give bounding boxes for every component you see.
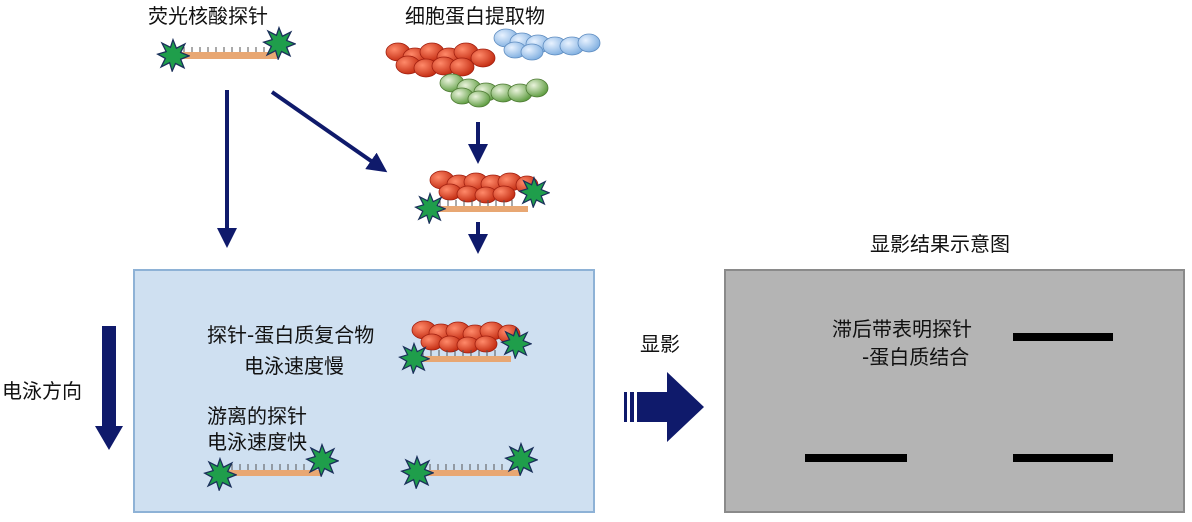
- label-free-line1: 游离的探针: [207, 404, 307, 428]
- label-shift-line2: -蛋白质结合: [862, 345, 970, 369]
- label-shift-line1: 滞后带表明探针: [832, 317, 972, 341]
- free-probe-top: [157, 27, 296, 72]
- fluorescent-star-icon: [518, 177, 550, 208]
- protein-red-chain: [385, 42, 496, 78]
- band-shifted: [1013, 333, 1113, 341]
- protein-blue-chain: [493, 28, 601, 61]
- band-free-left: [805, 454, 907, 462]
- band-free-right: [1013, 454, 1113, 462]
- gel-panel: [133, 269, 595, 513]
- probe-protein-complex-gel: [399, 320, 532, 374]
- label-complex-line1: 探针-蛋白质复合物: [207, 323, 375, 347]
- fluorescent-star-icon: [157, 39, 190, 72]
- label-develop: 显影: [640, 332, 680, 356]
- arrow-probe-to-complex: [270, 90, 388, 173]
- develop-block-arrow: [624, 372, 704, 442]
- free-probe-gel-right: [401, 443, 538, 489]
- fluorescent-star-icon: [263, 27, 296, 60]
- label-protein-extract: 细胞蛋白提取物: [405, 4, 545, 28]
- result-panel: [724, 269, 1185, 513]
- label-free-line2: 电泳速度快: [207, 430, 307, 454]
- label-fluorescent-probe: 荧光核酸探针: [148, 4, 268, 28]
- free-probe-gel-left: [204, 444, 339, 491]
- label-direction: 电泳方向: [2, 379, 82, 403]
- fluorescent-star-icon: [415, 193, 446, 224]
- label-development-result: 显影结果示意图: [870, 232, 1010, 256]
- electrophoresis-direction-arrow: [95, 326, 123, 450]
- protein-green-chain: [439, 73, 549, 108]
- label-complex-line2: 电泳速度慢: [244, 354, 344, 378]
- probe-protein-complex-top: [415, 170, 550, 224]
